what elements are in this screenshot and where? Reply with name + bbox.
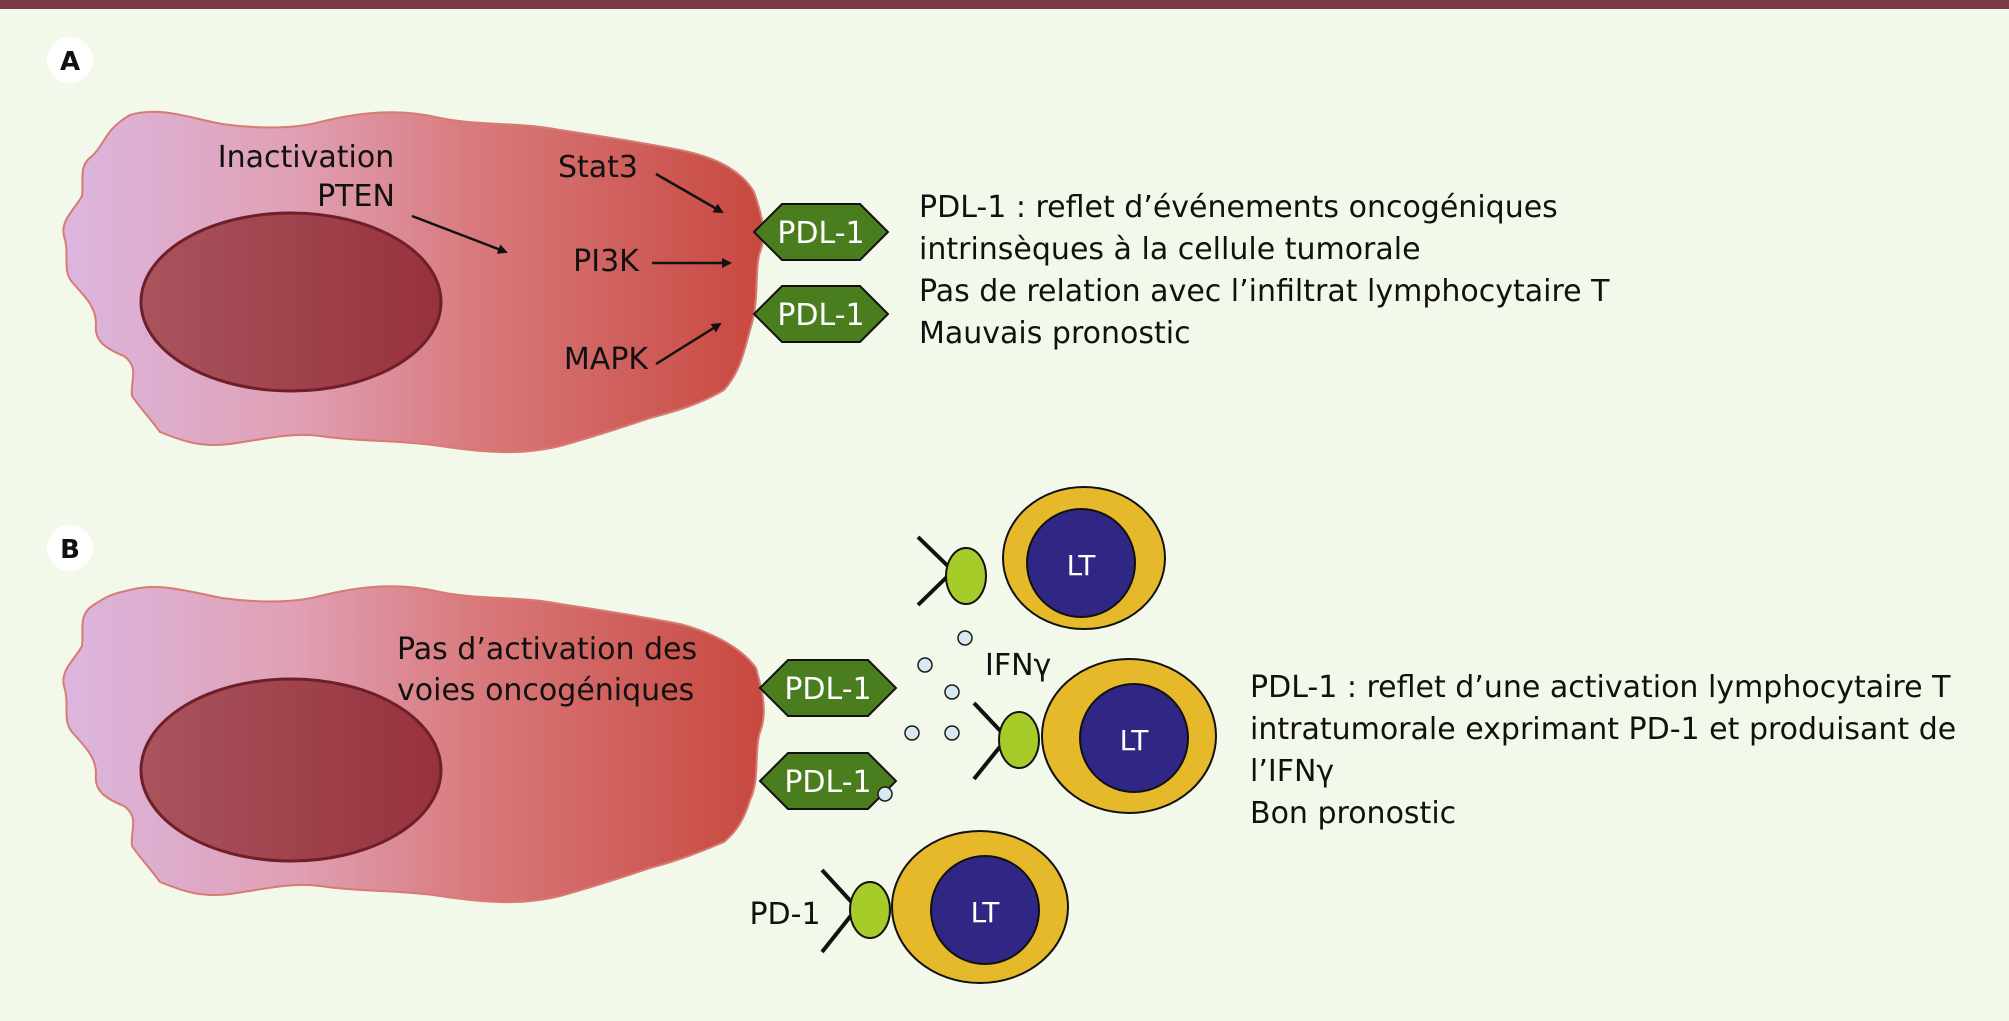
description-line: intrinsèques à la cellule tumorale: [919, 232, 1421, 267]
pdl1-label: PDL-1: [784, 765, 871, 800]
pd1-receptor: [998, 711, 1040, 769]
description-line: PDL-1 : reflet d’une activation lymphocy…: [1250, 670, 1951, 705]
pdl1-label: PDL-1: [777, 216, 864, 251]
pi3k-label: PI3K: [573, 244, 640, 279]
lt-label: LT: [1120, 724, 1150, 757]
panel-b: B Pas d’activation des voies oncogénique…: [47, 486, 1956, 984]
pdl1-receptor-a2: PDL-1: [752, 285, 890, 343]
mapk-label: MAPK: [564, 342, 649, 377]
panel-a-badge: [47, 37, 93, 83]
top-bar: [0, 0, 2009, 9]
nucleus-a: [139, 211, 443, 393]
panel-b-letter: B: [60, 535, 80, 565]
description-line: l’IFNγ: [1250, 754, 1334, 789]
description-line: intratumorale exprimant PD-1 et produisa…: [1250, 712, 1956, 747]
t-lymphocyte-3: LT: [820, 830, 1069, 984]
pdl1-label: PDL-1: [784, 672, 871, 707]
ifn-gamma-label: IFNγ: [985, 648, 1051, 683]
lt-label: LT: [1067, 549, 1097, 582]
panel-a-letter: A: [60, 47, 80, 77]
arrow-mapk: [655, 322, 722, 366]
lt-label: LT: [971, 896, 1001, 929]
no-activation-line1: Pas d’activation des: [397, 632, 697, 667]
no-activation-line2: voies oncogéniques: [397, 673, 694, 708]
pd1-receptor: [945, 547, 987, 605]
description-line: Bon pronostic: [1250, 796, 1456, 831]
pdl1-receptor-b2: PDL-1: [758, 752, 898, 810]
inactivation-label: Inactivation: [218, 140, 394, 175]
panel-a-description: PDL-1 : reflet d’événements oncogéniques…: [919, 190, 1610, 351]
ifn-gamma-dots: [877, 630, 973, 802]
panel-a: A Inactivation PTEN Stat3 PI3K MAPK PDL-…: [47, 37, 1610, 454]
pdl1-receptor-b1: PDL-1: [758, 659, 898, 717]
panel-b-badge: [47, 525, 93, 571]
arrow-pten: [411, 214, 508, 254]
description-line: Mauvais pronostic: [919, 316, 1191, 351]
nucleus-b: [139, 677, 443, 863]
t-lymphocyte-1: LT: [916, 486, 1166, 630]
pdl1-receptor-a1: PDL-1: [752, 203, 890, 261]
pd1-label: PD-1: [749, 897, 820, 932]
description-line: PDL-1 : reflet d’événements oncogéniques: [919, 190, 1558, 225]
pd1-receptor: [849, 881, 891, 939]
t-lymphocyte-2: LT: [972, 658, 1217, 814]
description-line: Pas de relation avec l’infiltrat lymphoc…: [919, 274, 1610, 309]
pdl1-label: PDL-1: [777, 298, 864, 333]
panel-b-description: PDL-1 : reflet d’une activation lymphocy…: [1250, 670, 1956, 831]
stat3-label: Stat3: [558, 150, 638, 185]
arrow-stat3: [655, 172, 724, 214]
pten-label: PTEN: [317, 179, 395, 214]
